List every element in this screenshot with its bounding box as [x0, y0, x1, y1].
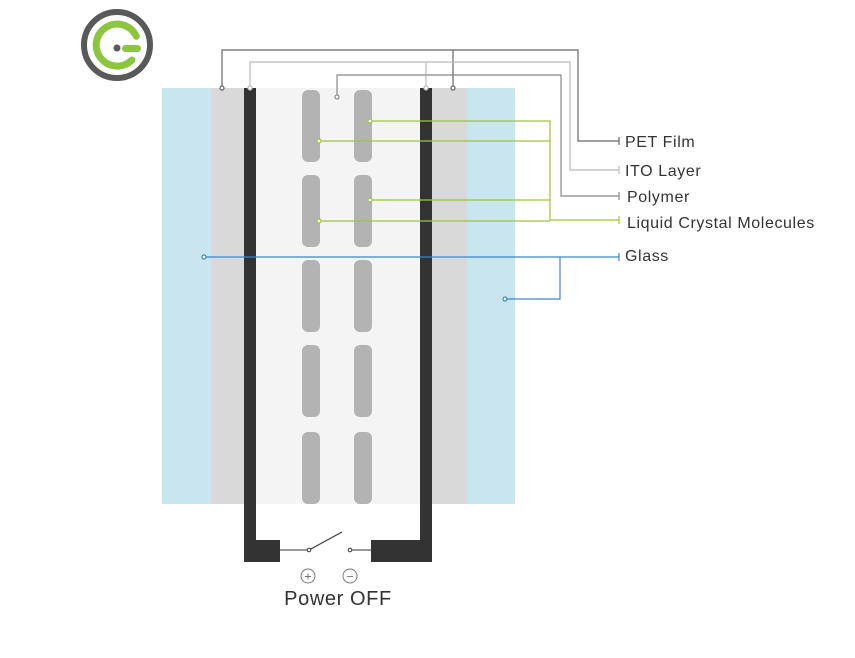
glass-marker [201, 254, 207, 260]
liquid-crystal-molecule [354, 175, 372, 247]
positive-terminal-ring [300, 568, 316, 584]
logo-dot [113, 44, 121, 52]
liquid-crystal-molecule [354, 432, 372, 504]
liquid-crystal-molecule [354, 345, 372, 417]
power-state-caption: Power OFF [284, 588, 392, 610]
ito-layer-right [371, 88, 432, 562]
liquid-crystal-molecule [302, 345, 320, 417]
pet-film-marker [219, 85, 225, 91]
liquid-crystal-marker [316, 138, 322, 144]
negative-sign: − [346, 572, 354, 583]
liquid-crystal-marker [367, 197, 373, 203]
liquid-crystal-marker [316, 218, 322, 224]
ito-layer-label: ITO Layer [625, 163, 701, 180]
pet-film-label: PET Film [625, 134, 695, 151]
glass-marker [502, 296, 508, 302]
liquid-crystal-leader [319, 120, 619, 222]
liquid-crystal-molecules-label: Liquid Crystal Molecules [627, 215, 815, 232]
polymer-label: Polymer [627, 189, 690, 206]
pet-film-marker [450, 85, 456, 91]
glass-layer-left [162, 88, 211, 504]
switch-contact [306, 547, 312, 553]
liquid-crystal-molecule [302, 432, 320, 504]
leader-lines [201, 49, 620, 302]
liquid-crystal-marker [367, 118, 373, 124]
polymer-leader [336, 74, 619, 197]
liquid-crystal-molecule [302, 260, 320, 332]
glass-layer-right [467, 88, 515, 504]
negative-terminal-icon: − [342, 568, 358, 584]
pet-film-layer-right [431, 88, 467, 504]
pet-film-leader [221, 49, 619, 142]
logo-ring [81, 9, 153, 81]
negative-terminal-ring [342, 568, 358, 584]
liquid-crystal-molecule [354, 260, 372, 332]
positive-sign: + [304, 572, 312, 583]
switch-contact [347, 547, 353, 553]
ito-layer-marker [247, 85, 253, 91]
polymer-layer [256, 88, 420, 504]
liquid-crystal-molecule [354, 90, 372, 162]
logo-g-bar [122, 45, 141, 52]
glass-leader [204, 256, 619, 300]
brand-logo [81, 9, 153, 81]
logo-g-arc [92, 20, 140, 70]
ito-layer-marker [423, 85, 429, 91]
pet-film-layer-left [211, 88, 244, 504]
circuit-switch [280, 531, 371, 553]
polymer-marker [334, 94, 340, 100]
liquid-crystal-molecules [302, 90, 372, 504]
liquid-crystal-molecule [302, 90, 320, 162]
liquid-crystal-molecule [302, 175, 320, 247]
glass-label: Glass [625, 248, 669, 265]
ito-layer-left [244, 88, 280, 562]
positive-terminal-icon: + [300, 568, 316, 584]
switch-lever [308, 531, 343, 551]
